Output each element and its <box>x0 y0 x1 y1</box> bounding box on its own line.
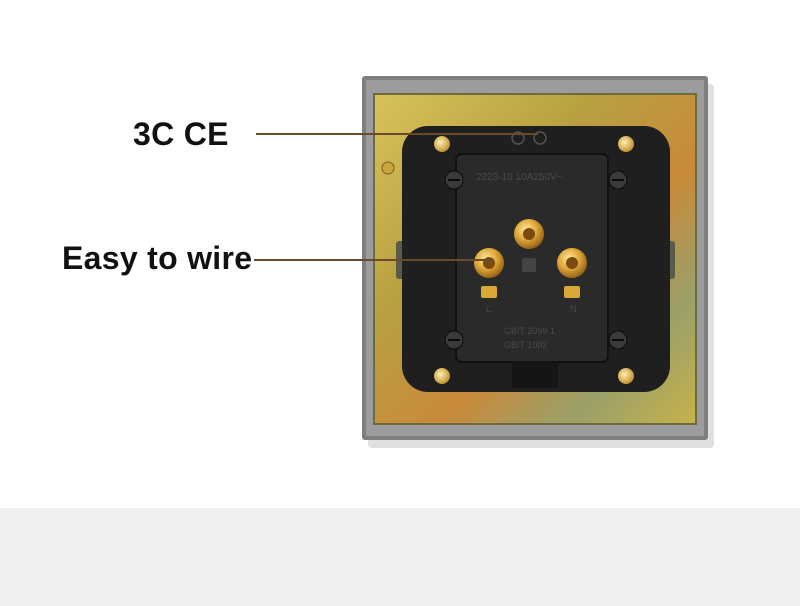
callout-label-wiring: Easy to wire <box>62 240 253 276</box>
terminal-label-l: L <box>486 304 491 314</box>
socket-marking-standard-1: GB/T 2099.1 <box>504 326 555 336</box>
callout-label-certification: 3C CE <box>133 116 229 152</box>
callout-line-certification <box>256 133 538 135</box>
bottom-band <box>0 508 800 606</box>
callout-line-wiring <box>254 259 492 261</box>
wall-socket-rear-view: 2223-10 10A250V~ GB/T 2099.1 GB/T 1002 L… <box>362 76 714 448</box>
socket-marking-standard-2: GB/T 1002 <box>504 340 547 350</box>
terminal-label-n: N <box>570 304 577 314</box>
socket-marking-top: 2223-10 10A250V~ <box>476 172 563 183</box>
